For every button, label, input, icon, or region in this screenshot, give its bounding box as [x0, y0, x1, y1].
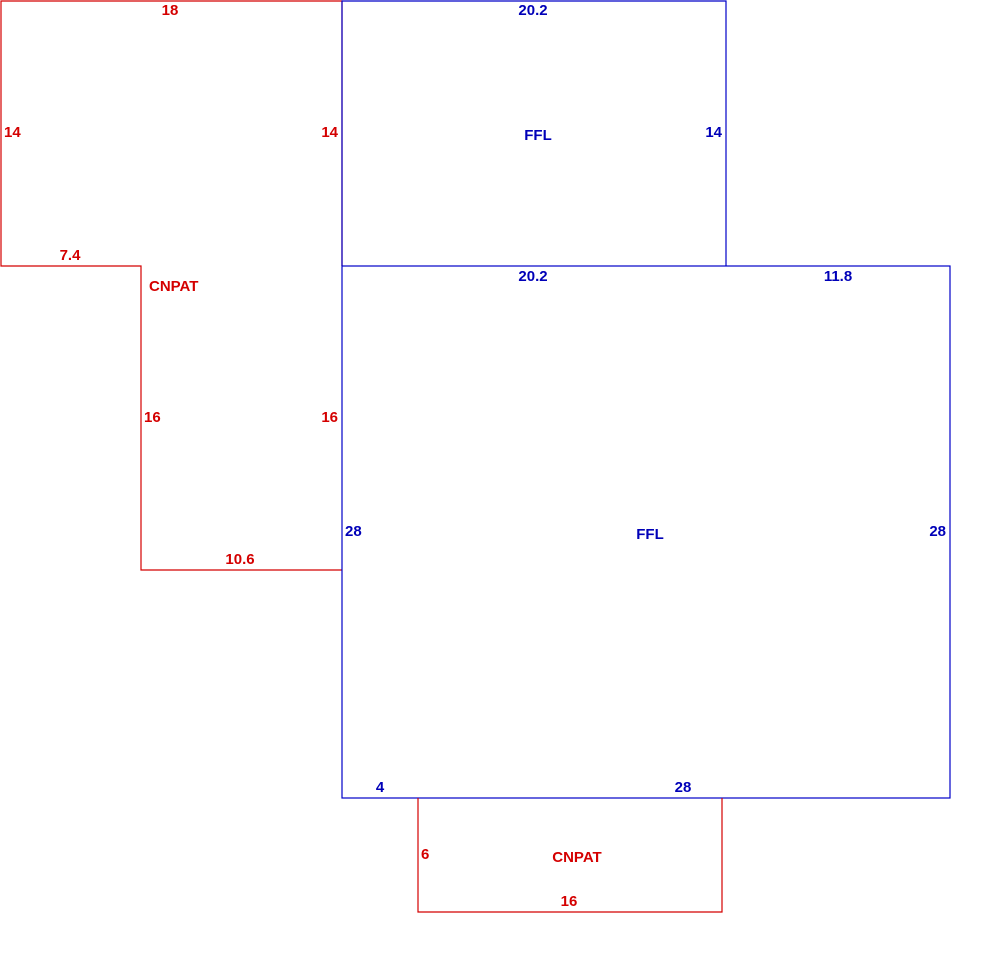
ffl-main-bottom-left-dim: 4	[376, 779, 385, 796]
ffl-upper-top-dim: 20.2	[518, 2, 547, 19]
cnpat-bottom-area: 6 CNPAT 16	[417, 798, 723, 913]
cnpat-bottom-bottom-dim: 16	[561, 893, 578, 910]
ffl-main-right-dim: 28	[929, 523, 946, 540]
cnpat-left-right-lower-dim: 16	[321, 409, 338, 426]
cnpat-left-left-dim: 14	[4, 124, 21, 141]
cnpat-left-notch-left-dim: 16	[144, 409, 161, 426]
ffl-main-top-right-dim: 11.8	[824, 268, 852, 285]
cnpat-left-area: 18 14 14 7.4 CNPAT 16 16 10.6	[0, 0, 343, 571]
cnpat-bottom-left-dim: 6	[421, 846, 429, 863]
ffl-upper-outline	[341, 0, 727, 266]
cnpat-bottom-outline	[417, 798, 723, 913]
cnpat-left-notch-bottom-dim: 7.4	[60, 247, 82, 264]
ffl-upper-area: 20.2 FFL 14	[341, 0, 727, 266]
cnpat-left-top-dim: 18	[162, 2, 179, 19]
ffl-main-bottom-right-dim: 28	[675, 779, 692, 796]
cnpat-left-bottom-dim: 10.6	[225, 551, 254, 568]
cnpat-left-right-upper-dim: 14	[321, 124, 338, 141]
ffl-upper-right-dim: 14	[705, 124, 722, 141]
ffl-upper-label: FFL	[524, 127, 552, 144]
ffl-main-left-dim: 28	[345, 523, 362, 540]
ffl-main-area: 20.2 11.8 28 FFL 28 4 28	[341, 265, 951, 799]
ffl-main-outline	[341, 265, 951, 799]
ffl-main-top-left-dim: 20.2	[518, 268, 547, 285]
cnpat-left-label: CNPAT	[149, 278, 198, 295]
cnpat-bottom-label: CNPAT	[552, 849, 601, 866]
ffl-main-label: FFL	[636, 526, 664, 543]
